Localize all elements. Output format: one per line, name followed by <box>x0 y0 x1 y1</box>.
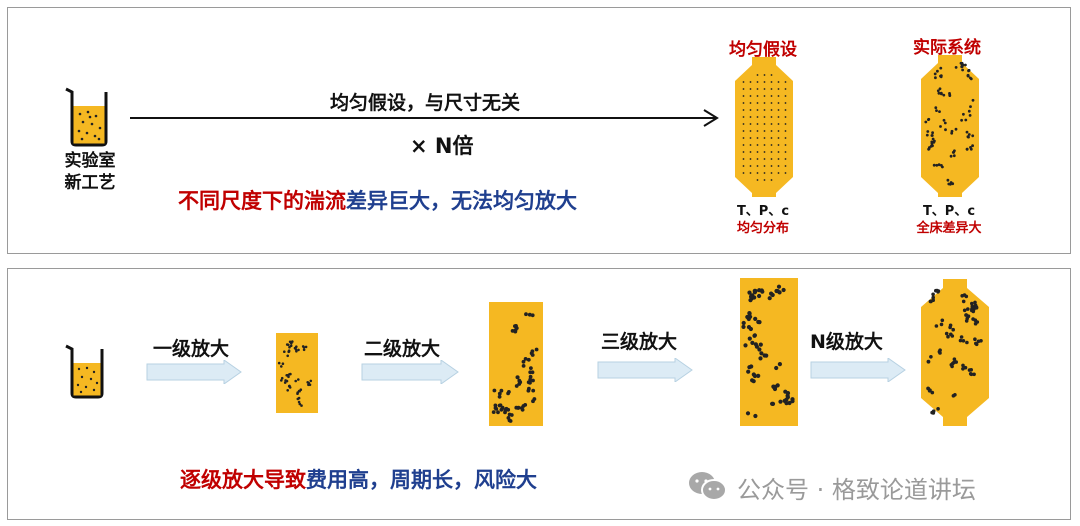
reactor-stage-1 <box>276 333 318 413</box>
reactor-stage-2 <box>489 302 543 426</box>
actual-sub: T、P、c 全床差异大 <box>894 203 1004 237</box>
actual-sub1: T、P、c <box>922 204 976 219</box>
lab-label-line2: 新工艺 <box>64 173 116 193</box>
beaker-icon <box>65 344 104 399</box>
uniform-reactor <box>735 57 793 197</box>
actual-title: 实际系统 <box>913 38 981 58</box>
block-arrow-2 <box>361 360 459 384</box>
step-label-4: N级放大 <box>810 331 883 353</box>
reactor-stage-3 <box>740 278 798 426</box>
arrow-label: 均匀假设，与尺寸无关 <box>330 92 521 114</box>
step-label-3: 三级放大 <box>601 331 678 353</box>
lab-label-line1: 实验室 <box>64 151 116 171</box>
wechat-icon <box>689 472 727 501</box>
conclusion-red: 逐级放大导致 <box>180 468 306 492</box>
conclusion-text: 逐级放大导致费用高，周期长，风险大 <box>180 464 537 494</box>
block-arrow-3 <box>597 358 693 382</box>
actual-reactor <box>921 55 979 197</box>
actual-sub2: 全床差异大 <box>916 221 982 236</box>
block-arrow-1 <box>146 360 242 384</box>
top-panel <box>7 7 1071 254</box>
scale-up-arrow <box>130 109 719 127</box>
conclusion-blue: 费用高，周期长，风险大 <box>306 468 537 492</box>
reactor-stage-n <box>921 279 989 426</box>
uniform-title: 均匀假设 <box>729 40 797 60</box>
watermark-text: 公众号 · 格致论道讲坛 <box>737 476 976 504</box>
multiplier-label: × N倍 <box>410 134 474 158</box>
step-label-1: 一级放大 <box>153 338 230 360</box>
block-arrow-4 <box>810 358 906 382</box>
turbulence-statement-blue: 差异巨大，无法均匀放大 <box>346 189 577 213</box>
turbulence-statement-red: 不同尺度下的湍流 <box>178 189 346 213</box>
uniform-sub1: T、P、c <box>736 204 790 219</box>
beaker-icon <box>65 87 108 147</box>
uniform-sub: T、P、c 均匀分布 <box>708 203 818 237</box>
turbulence-statement: 不同尺度下的湍流差异巨大，无法均匀放大 <box>178 185 577 215</box>
uniform-sub2: 均匀分布 <box>736 221 789 236</box>
step-label-2: 二级放大 <box>364 338 441 360</box>
